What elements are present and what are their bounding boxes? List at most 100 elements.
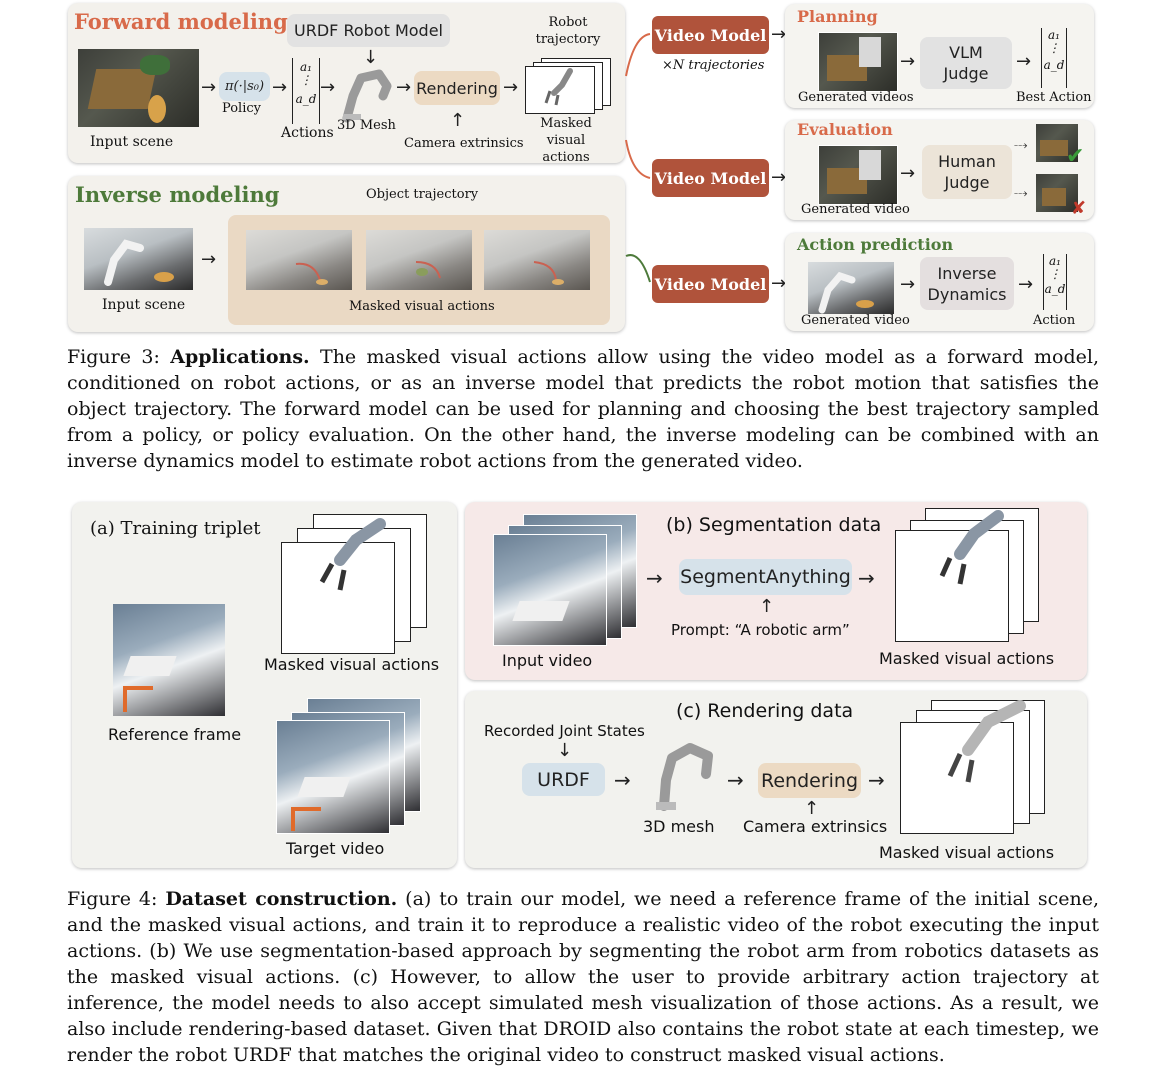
human-judge-label: Human Judge (938, 152, 996, 192)
masked-frame (525, 66, 595, 114)
inverse-input-scene-image (84, 228, 193, 290)
masked-frame (900, 722, 1014, 834)
arrow-down-icon: ↓ (557, 740, 573, 761)
arrow-icon: → (771, 24, 787, 45)
generated-videos-stack (818, 32, 898, 92)
planning-title: Planning (797, 7, 878, 26)
3d-mesh-c-label: 3D mesh (643, 817, 715, 836)
rendering-c-label: Rendering (760, 769, 859, 792)
connector-arrows (625, 33, 651, 283)
target-video-label: Target video (286, 839, 385, 858)
robot-gripper-icon (544, 68, 573, 106)
arrow-icon: → (771, 167, 787, 188)
rendering-data-title: (c) Rendering data (676, 700, 854, 722)
prompt-label: Prompt: “A robotic arm” (671, 621, 850, 639)
actions-label: Actions (281, 125, 334, 141)
reference-frame-image (113, 604, 225, 716)
action-a1: a₁ (300, 60, 312, 74)
object-trajectory-frame-1 (246, 230, 352, 290)
inverse-modeling-title: Inverse modeling (75, 182, 280, 207)
robot-3d-mesh-icon (656, 743, 713, 811)
policy-formula-box: π(·|s₀) (219, 72, 270, 101)
action-label: Action (1033, 313, 1076, 328)
reference-frame-label: Reference frame (108, 725, 242, 744)
arrow-icon: → (900, 163, 916, 184)
urdf-box: URDF (522, 763, 605, 796)
forward-input-scene-label: Input scene (90, 134, 174, 150)
check-icon: ✔ (1066, 144, 1085, 169)
policy-label: Policy (222, 101, 261, 116)
trajectory-arrow-icon (415, 261, 441, 279)
arrow-up-icon: ↑ (804, 798, 820, 819)
action-prediction-generated-video-label: Generated video (801, 313, 910, 328)
robot-trajectory-label: Robot trajectory (535, 15, 601, 47)
figure-3-caption-bold: Applications. (170, 346, 310, 368)
figure-3-caption: Figure 3: Applications. The masked visua… (67, 344, 1099, 474)
forward-input-scene-image (78, 49, 199, 127)
inverse-input-scene-label: Input scene (102, 297, 186, 313)
policy-formula: π(·|s₀) (224, 79, 265, 94)
predicted-action-ad: a_d (1044, 282, 1066, 296)
n-trajectories-label: ×N trajectories (662, 58, 765, 73)
dotted-arrow-icon: ⤏ (1014, 186, 1028, 201)
inverse-dynamics-box: Inverse Dynamics (920, 257, 1014, 310)
object-trajectory-label: Object trajectory (366, 187, 479, 202)
object-trajectory-frame-3 (484, 230, 590, 290)
video-model-label: Video Model (654, 168, 767, 188)
segmentation-data-title: (b) Segmentation data (666, 514, 882, 536)
arrow-icon: → (900, 274, 916, 295)
human-judge-box: Human Judge (922, 145, 1012, 199)
figure-4-caption-bold: Dataset construction. (165, 888, 398, 910)
training-triplet-title: (a) Training triplet (90, 518, 261, 539)
input-video-frame (493, 534, 607, 646)
video-model-evaluation: Video Model (652, 159, 769, 197)
arrow-up-icon: ↑ (759, 596, 775, 617)
arrow-icon: → (1018, 274, 1034, 295)
arrow-down-icon: ↓ (363, 47, 379, 68)
generated-videos-label: Generated videos (798, 90, 914, 105)
robot-gripper-icon (939, 510, 1004, 585)
cross-icon: ✘ (1071, 198, 1087, 219)
object-trajectory-frame-2 (366, 230, 472, 290)
best-action-a1: a₁ (1048, 28, 1060, 42)
input-video-label: Input video (502, 651, 593, 670)
figure-4-label: Figure 4: (67, 888, 158, 910)
figure-3-label: Figure 3: (67, 346, 160, 368)
urdf-robot-model-label: URDF Robot Model (294, 21, 443, 40)
masked-frame (895, 530, 1009, 642)
evaluation-generated-video (818, 145, 898, 205)
actions-vector: a₁ ⋮ a_d (292, 58, 320, 124)
figure-4-caption: Figure 4: Dataset construction. (a) to t… (67, 886, 1099, 1068)
masked-visual-actions-label: Masked visual actions (540, 116, 592, 165)
arrow-icon: → (614, 768, 631, 792)
masked-visual-actions-inverse-label: Masked visual actions (349, 299, 495, 314)
segment-anything-label: SegmentAnything (680, 566, 851, 588)
action-ad: a_d (295, 92, 317, 106)
arrow-icon: → (1016, 51, 1032, 72)
video-model-action-prediction: Video Model (652, 265, 769, 303)
target-video-frame (276, 720, 390, 834)
success-outcome-image (1036, 124, 1078, 162)
urdf-label: URDF (537, 768, 590, 791)
arrow-icon: → (320, 77, 336, 98)
robot-gripper-icon (319, 518, 386, 591)
best-action-vector: a₁ ⋮ a_d (1041, 28, 1067, 88)
rendering-c-box: Rendering (758, 763, 861, 798)
action-prediction-generated-video (808, 262, 894, 314)
best-action-label: Best Action (1016, 90, 1092, 105)
camera-extrinsics-c-label: Camera extrinsics (743, 817, 888, 836)
segment-anything-box: SegmentAnything (679, 559, 852, 595)
robot-arm-icon (104, 239, 144, 286)
arrow-icon: → (646, 566, 663, 590)
arrow-icon: → (503, 77, 519, 98)
robot-arm-icon (818, 271, 856, 314)
figure-3-caption-text: The masked visual actions allow using th… (67, 346, 1099, 472)
action-prediction-title: Action prediction (797, 235, 954, 254)
arrow-icon: → (727, 768, 744, 792)
vlm-judge-label: VLM Judge (943, 43, 989, 83)
forward-modeling-title: Forward modeling (74, 9, 288, 34)
arrow-up-icon: ↑ (450, 110, 466, 131)
masked-visual-actions-a-label: Masked visual actions (264, 655, 440, 674)
trajectory-arrow-icon (295, 262, 328, 285)
figure-4-caption-text: (a) to train our model, we need a refere… (67, 888, 1100, 1066)
